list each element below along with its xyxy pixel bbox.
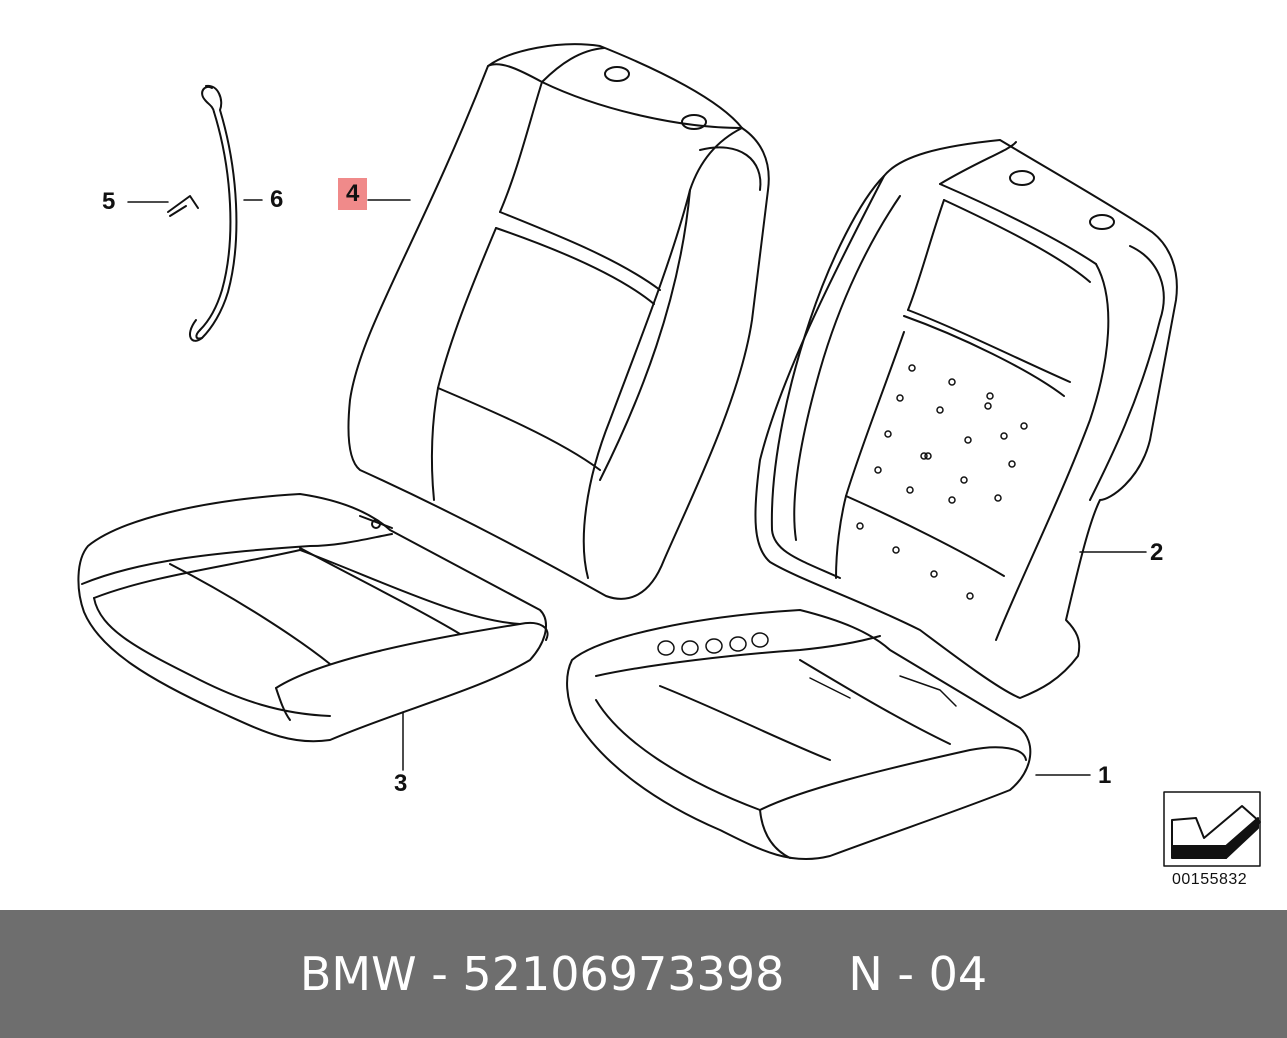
wire-clip-part-6 (188, 84, 238, 342)
footer-part-number: 52106973398 (462, 947, 785, 1001)
footer-brand: BMW (299, 947, 417, 1001)
part-info-footer: BMW - 52106973398 N - 04 (0, 910, 1287, 1038)
footer-code: N - 04 (848, 947, 988, 1001)
leader-lines (127, 199, 1147, 776)
backrest-frame-part-2 (754, 139, 1178, 699)
callout-2: 2 (1150, 539, 1164, 566)
cushion-holes (657, 632, 769, 656)
callout-5: 5 (102, 188, 116, 215)
perforation-holes (856, 364, 1028, 600)
callout-1: 1 (1098, 762, 1112, 789)
parts-diagram (77, 43, 1261, 867)
orientation-arrow-icon (1163, 791, 1261, 867)
callout-4-highlighted: 4 (338, 178, 368, 210)
callout-3: 3 (394, 770, 408, 797)
backrest-cover-part-4 (347, 43, 770, 600)
footer-separator: - (431, 947, 448, 1001)
diagram-reference-number: 00155832 (1172, 871, 1248, 888)
seat-cushion-cover-part-3 (77, 493, 549, 743)
small-clip-part-5 (167, 195, 199, 217)
callout-6: 6 (270, 186, 284, 213)
seat-cushion-frame-part-1 (566, 609, 1032, 861)
